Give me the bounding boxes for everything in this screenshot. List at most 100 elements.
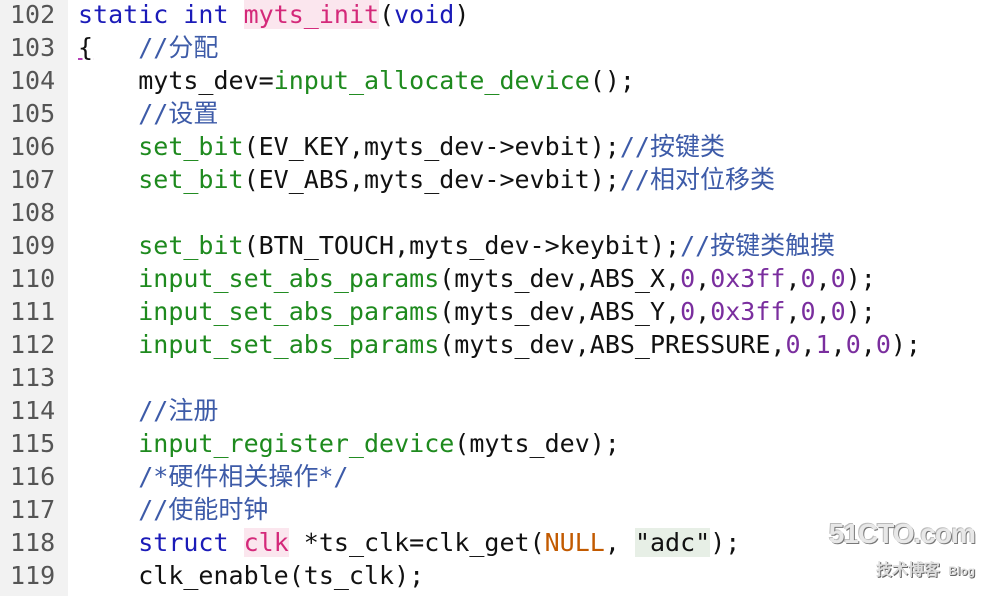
code-token: myts_dev= bbox=[138, 66, 274, 95]
code-text: struct clk *ts_clk=clk_get(NULL, "adc"); bbox=[78, 526, 740, 559]
line-number: 103 bbox=[10, 33, 56, 62]
code-line[interactable]: 108 bbox=[0, 196, 989, 229]
code-text: input_register_device(myts_dev); bbox=[78, 427, 620, 460]
code-token: set_bit bbox=[138, 231, 244, 260]
code-token: input_register_device bbox=[138, 429, 455, 458]
code-token: //分配 bbox=[138, 33, 219, 62]
code-token: , bbox=[860, 330, 876, 359]
code-token: { bbox=[78, 33, 94, 62]
code-line[interactable]: 118 struct clk *ts_clk=clk_get(NULL, "ad… bbox=[0, 526, 989, 559]
code-token: , bbox=[815, 297, 831, 326]
code-text: //使能时钟 bbox=[78, 493, 268, 526]
code-line[interactable]: 109 set_bit(BTN_TOUCH,myts_dev->keybit);… bbox=[0, 229, 989, 262]
code-text: set_bit(BTN_TOUCH,myts_dev->keybit);//按键… bbox=[78, 229, 835, 262]
code-token bbox=[78, 528, 138, 557]
code-line[interactable]: 113 bbox=[0, 361, 989, 394]
code-token bbox=[229, 0, 244, 29]
code-token: set_bit bbox=[138, 132, 244, 161]
code-line[interactable]: 106 set_bit(EV_KEY,myts_dev->evbit);//按键… bbox=[0, 130, 989, 163]
code-token: struct bbox=[138, 528, 229, 557]
code-token: (myts_dev,ABS_X, bbox=[439, 264, 681, 293]
code-token: 0 bbox=[830, 297, 846, 326]
code-token: ( bbox=[379, 0, 395, 29]
code-line[interactable]: 117 //使能时钟 bbox=[0, 493, 989, 526]
code-text: static int myts_init(void) bbox=[78, 0, 469, 31]
watermark-logo: 51CTO.com 技术博客 Blog bbox=[829, 516, 976, 586]
code-line[interactable]: 116 /*硬件相关操作*/ bbox=[0, 460, 989, 493]
code-token: (BTN_TOUCH,myts_dev->keybit); bbox=[243, 231, 681, 260]
code-line[interactable]: 105 //设置 bbox=[0, 97, 989, 130]
code-token: (myts_dev,ABS_PRESSURE, bbox=[439, 330, 786, 359]
line-number: 109 bbox=[10, 231, 56, 260]
code-line[interactable]: 111 input_set_abs_params(myts_dev,ABS_Y,… bbox=[0, 295, 989, 328]
code-token: ) bbox=[454, 0, 470, 29]
code-line[interactable]: 107 set_bit(EV_ABS,myts_dev->evbit);//相对… bbox=[0, 163, 989, 196]
line-number: 113 bbox=[10, 363, 56, 392]
code-token: (myts_dev); bbox=[454, 429, 620, 458]
code-line[interactable]: 110 input_set_abs_params(myts_dev,ABS_X,… bbox=[0, 262, 989, 295]
code-text: input_set_abs_params(myts_dev,ABS_Y,0,0x… bbox=[78, 295, 876, 328]
code-token bbox=[78, 330, 138, 359]
line-number: 107 bbox=[10, 165, 56, 194]
code-token: "adc" bbox=[634, 528, 711, 557]
code-token: 0 bbox=[680, 297, 696, 326]
code-token bbox=[78, 429, 138, 458]
code-token: (EV_ABS,myts_dev->evbit); bbox=[243, 165, 620, 194]
code-token bbox=[78, 99, 138, 128]
code-token: ); bbox=[845, 297, 876, 326]
code-token bbox=[78, 561, 138, 590]
code-token bbox=[78, 66, 138, 95]
code-text: set_bit(EV_ABS,myts_dev->evbit);//相对位移类 bbox=[78, 163, 775, 196]
code-token: , bbox=[815, 264, 831, 293]
watermark-blog: Blog bbox=[948, 564, 975, 578]
code-token: , bbox=[604, 528, 635, 557]
code-token: set_bit bbox=[138, 165, 244, 194]
code-token: , bbox=[695, 264, 711, 293]
line-number: 104 bbox=[10, 66, 56, 95]
code-token bbox=[78, 495, 138, 524]
code-line[interactable]: 114 //注册 bbox=[0, 394, 989, 427]
code-token: void bbox=[394, 0, 455, 29]
code-token: 0 bbox=[800, 264, 816, 293]
code-token: myts_init bbox=[243, 0, 380, 29]
code-token: , bbox=[695, 297, 711, 326]
watermark-site: 51CTO.com bbox=[828, 518, 976, 549]
code-token bbox=[78, 462, 138, 491]
code-token: //相对位移类 bbox=[619, 165, 775, 194]
code-text: { //分配 bbox=[78, 31, 218, 64]
code-token bbox=[78, 231, 138, 260]
code-text: //设置 bbox=[78, 97, 218, 130]
code-token: (EV_KEY,myts_dev->evbit); bbox=[243, 132, 620, 161]
watermark-tech-blog: 技术博客 bbox=[875, 562, 940, 579]
code-token: (myts_dev,ABS_Y, bbox=[439, 297, 681, 326]
watermark-subtitle: 技术博客 Blog bbox=[876, 556, 975, 580]
code-token: //使能时钟 bbox=[138, 495, 269, 524]
line-number: 114 bbox=[10, 396, 56, 425]
code-line[interactable]: 119 clk_enable(ts_clk); bbox=[0, 559, 989, 592]
code-text: //注册 bbox=[78, 394, 218, 427]
code-token: //按键类 bbox=[619, 132, 725, 161]
code-line[interactable]: 103 { //分配 bbox=[0, 31, 989, 64]
line-number: 108 bbox=[10, 198, 56, 227]
code-token bbox=[78, 165, 138, 194]
code-line[interactable]: 112 input_set_abs_params(myts_dev,ABS_PR… bbox=[0, 328, 989, 361]
code-token: 0 bbox=[800, 297, 816, 326]
code-token: clk bbox=[243, 528, 289, 557]
code-line[interactable]: 104 myts_dev=input_allocate_device(); bbox=[0, 64, 989, 97]
code-token: //设置 bbox=[138, 99, 219, 128]
code-token: ); bbox=[710, 528, 741, 557]
code-token bbox=[78, 264, 138, 293]
code-token: 0 bbox=[785, 330, 801, 359]
line-number: 118 bbox=[10, 528, 56, 557]
line-number: 105 bbox=[10, 99, 56, 128]
code-line[interactable]: 115 input_register_device(myts_dev); bbox=[0, 427, 989, 460]
code-token: NULL bbox=[544, 528, 605, 557]
code-token bbox=[93, 33, 138, 62]
code-token: , bbox=[785, 297, 801, 326]
code-token: , bbox=[830, 330, 846, 359]
code-text: clk_enable(ts_clk); bbox=[78, 559, 424, 592]
code-token: 1 bbox=[815, 330, 831, 359]
code-token: 0 bbox=[845, 330, 861, 359]
code-token: , bbox=[785, 264, 801, 293]
